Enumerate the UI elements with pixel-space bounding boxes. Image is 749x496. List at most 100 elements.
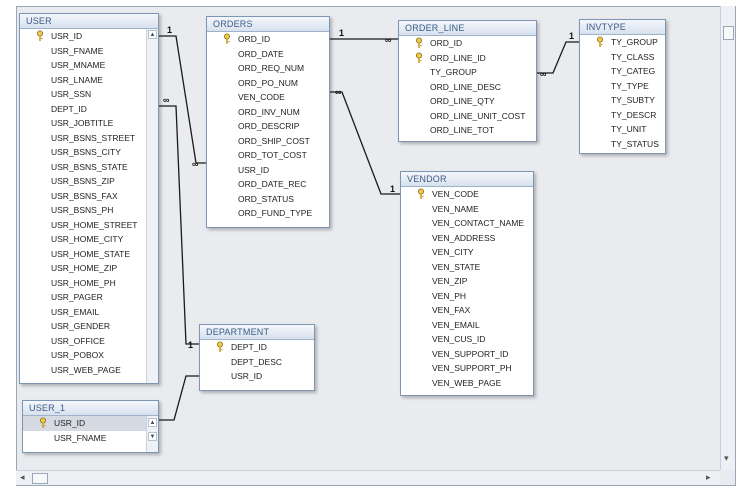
- field-row[interactable]: USR_EMAIL: [20, 305, 158, 320]
- field-row[interactable]: USR_PAGER: [20, 290, 158, 305]
- field-row[interactable]: TY_GROUP: [399, 65, 536, 80]
- field-row[interactable]: USR_BSNS_STATE: [20, 160, 158, 175]
- field-row[interactable]: TY_CLASS: [580, 50, 665, 65]
- scroll-down-icon[interactable]: ▾: [724, 453, 729, 463]
- table-orders-title[interactable]: ORDERS: [207, 17, 329, 32]
- field-row[interactable]: ORD_DATE: [207, 47, 329, 62]
- field-row[interactable]: DEPT_DESC: [200, 355, 314, 370]
- field-row[interactable]: ORD_ID: [207, 32, 329, 47]
- table-department-title[interactable]: DEPARTMENT: [200, 325, 314, 340]
- field-row[interactable]: ORD_SHIP_COST: [207, 134, 329, 149]
- field-row[interactable]: USR_GENDER: [20, 319, 158, 334]
- field-row[interactable]: VEN_SUPPORT_ID: [401, 347, 533, 362]
- field-row[interactable]: TY_TYPE: [580, 79, 665, 94]
- field-row[interactable]: USR_HOME_STREET: [20, 218, 158, 233]
- field-row[interactable]: USR_ID: [23, 416, 158, 431]
- scroll-left-icon[interactable]: ◂: [20, 472, 25, 482]
- scroll-up-icon[interactable]: ▲: [148, 418, 157, 427]
- table-invtype-title[interactable]: INVTYPE: [580, 20, 665, 35]
- field-row[interactable]: ORD_ID: [399, 36, 536, 51]
- field-row[interactable]: ORD_FUND_TYPE: [207, 206, 329, 221]
- table-user-1-scrollbar[interactable]: ▲ ▼: [146, 416, 158, 452]
- field-row[interactable]: VEN_PH: [401, 289, 533, 304]
- field-row[interactable]: DEPT_ID: [20, 102, 158, 117]
- field-row[interactable]: VEN_EMAIL: [401, 318, 533, 333]
- table-user-title[interactable]: USER: [20, 14, 158, 29]
- field-row[interactable]: VEN_SUPPORT_PH: [401, 361, 533, 376]
- field-row[interactable]: USR_HOME_PH: [20, 276, 158, 291]
- field-row[interactable]: DEPT_ID: [200, 340, 314, 355]
- field-row[interactable]: ORD_DESCRIP: [207, 119, 329, 134]
- field-row[interactable]: USR_FNAME: [23, 431, 158, 446]
- field-row[interactable]: ORD_TOT_COST: [207, 148, 329, 163]
- field-row[interactable]: VEN_CITY: [401, 245, 533, 260]
- scroll-right-icon[interactable]: ▸: [706, 472, 711, 482]
- field-row[interactable]: ORD_LINE_UNIT_COST: [399, 109, 536, 124]
- field-row[interactable]: USR_SSN: [20, 87, 158, 102]
- table-vendor-title[interactable]: VENDOR: [401, 172, 533, 187]
- field-row[interactable]: VEN_CUS_ID: [401, 332, 533, 347]
- field-row[interactable]: VEN_CODE: [401, 187, 533, 202]
- scroll-down-icon[interactable]: ▼: [148, 432, 157, 441]
- field-row[interactable]: TY_UNIT: [580, 122, 665, 137]
- horizontal-scrollbar[interactable]: ◂ ▸: [16, 470, 720, 485]
- field-row[interactable]: VEN_ADDRESS: [401, 231, 533, 246]
- field-row[interactable]: USR_FNAME: [20, 44, 158, 59]
- field-row[interactable]: USR_BSNS_STREET: [20, 131, 158, 146]
- field-row[interactable]: USR_OFFICE: [20, 334, 158, 349]
- field-row[interactable]: ORD_INV_NUM: [207, 105, 329, 120]
- field-row[interactable]: VEN_CONTACT_NAME: [401, 216, 533, 231]
- field-row[interactable]: TY_STATUS: [580, 137, 665, 152]
- field-row[interactable]: VEN_STATE: [401, 260, 533, 275]
- field-row[interactable]: USR_HOME_STATE: [20, 247, 158, 262]
- field-row[interactable]: USR_BSNS_CITY: [20, 145, 158, 160]
- field-row[interactable]: USR_ID: [200, 369, 314, 384]
- table-order-line-title[interactable]: ORDER_LINE: [399, 21, 536, 36]
- field-row[interactable]: TY_SUBTY: [580, 93, 665, 108]
- field-row[interactable]: USR_ID: [207, 163, 329, 178]
- field-row[interactable]: ORD_STATUS: [207, 192, 329, 207]
- scroll-up-icon[interactable]: ▲: [148, 30, 157, 39]
- field-row[interactable]: USR_POBOX: [20, 348, 158, 363]
- field-row[interactable]: USR_WEB_PAGE: [20, 363, 158, 378]
- field-row[interactable]: USR_BSNS_FAX: [20, 189, 158, 204]
- table-user-1-title[interactable]: USER_1: [23, 401, 158, 416]
- field-row[interactable]: USR_HOME_CITY: [20, 232, 158, 247]
- field-row[interactable]: ORD_DATE_REC: [207, 177, 329, 192]
- field-row[interactable]: VEN_ZIP: [401, 274, 533, 289]
- table-user-scrollbar[interactable]: ▲: [146, 29, 158, 383]
- field-row[interactable]: ORD_LINE_ID: [399, 51, 536, 66]
- vertical-scrollbar[interactable]: ▾: [720, 6, 735, 470]
- field-row[interactable]: USR_BSNS_ZIP: [20, 174, 158, 189]
- field-row[interactable]: USR_BSNS_PH: [20, 203, 158, 218]
- field-row[interactable]: VEN_WEB_PAGE: [401, 376, 533, 391]
- field-row[interactable]: VEN_FAX: [401, 303, 533, 318]
- field-row[interactable]: ORD_LINE_DESC: [399, 80, 536, 95]
- field-row[interactable]: ORD_LINE_TOT: [399, 123, 536, 138]
- field-row[interactable]: TY_DESCR: [580, 108, 665, 123]
- field-row[interactable]: TY_CATEG: [580, 64, 665, 79]
- field-row[interactable]: VEN_CODE: [207, 90, 329, 105]
- field-name: USR_BSNS_CITY: [51, 147, 121, 157]
- field-row[interactable]: VEN_NAME: [401, 202, 533, 217]
- field-row[interactable]: ORD_LINE_QTY: [399, 94, 536, 109]
- key-icon: [414, 37, 424, 49]
- scroll-thumb[interactable]: [32, 473, 48, 484]
- scroll-thumb[interactable]: [723, 26, 734, 40]
- field-row[interactable]: ORD_PO_NUM: [207, 76, 329, 91]
- field-row[interactable]: USR_JOBTITLE: [20, 116, 158, 131]
- field-row[interactable]: TY_GROUP: [580, 35, 665, 50]
- field-row[interactable]: USR_LNAME: [20, 73, 158, 88]
- field-row[interactable]: USR_MNAME: [20, 58, 158, 73]
- field-row[interactable]: ORD_REQ_NUM: [207, 61, 329, 76]
- field-row[interactable]: USR_HOME_ZIP: [20, 261, 158, 276]
- field-row[interactable]: USR_ID: [20, 29, 158, 44]
